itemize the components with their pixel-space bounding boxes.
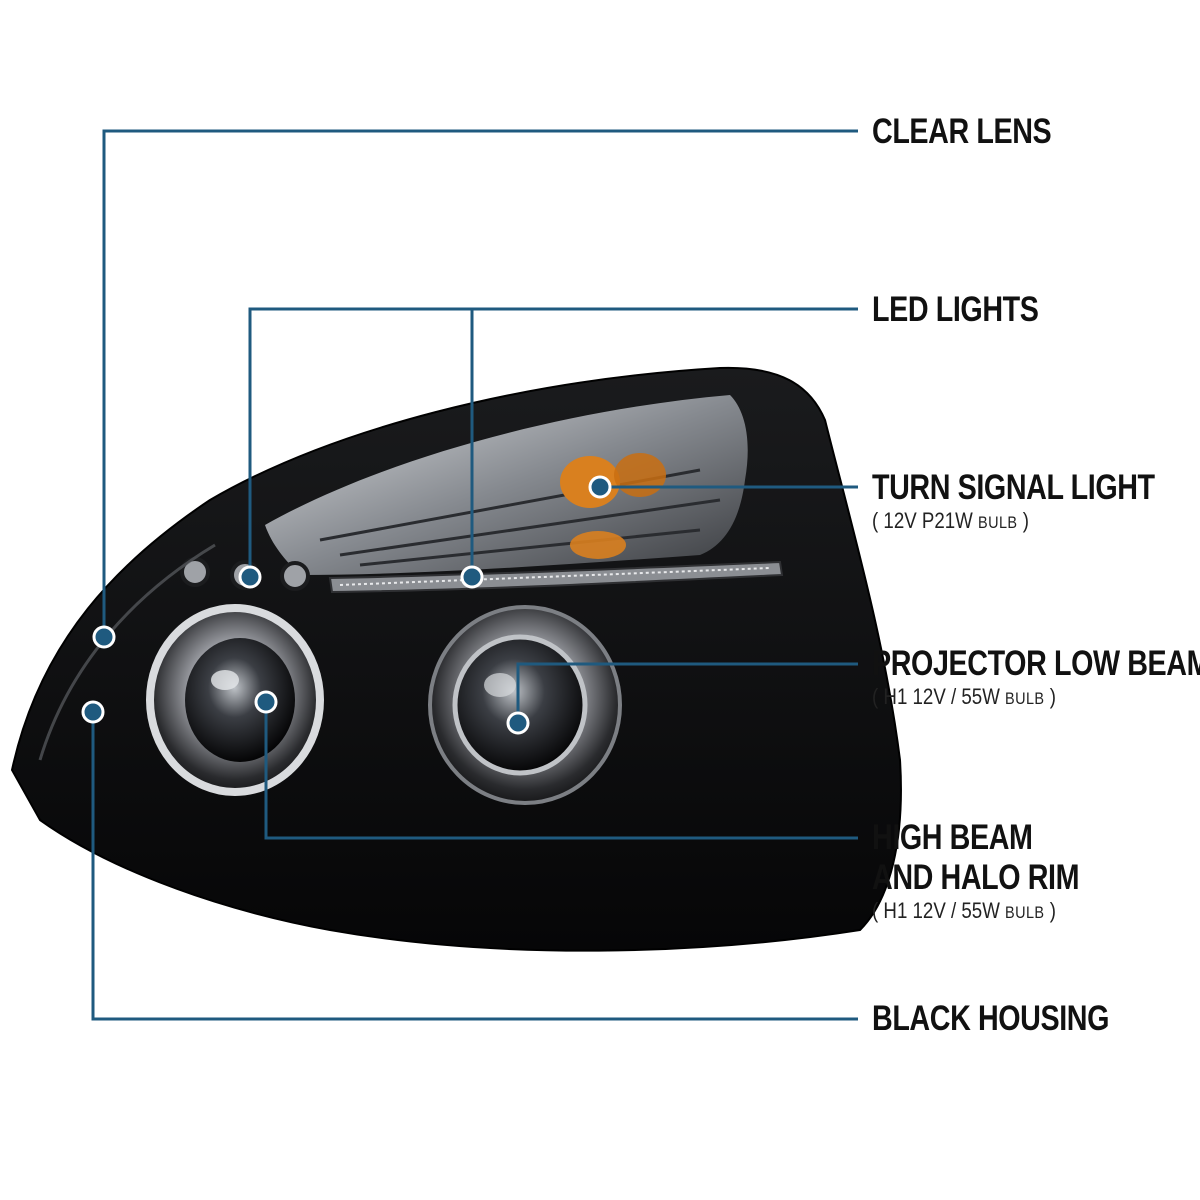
callout-title-line1: HIGH BEAM [872, 818, 1033, 857]
callout-led-lights: LED LIGHTS [872, 290, 1075, 330]
leader-black-housing [91, 712, 858, 1021]
callout-turn-signal: TURN SIGNAL LIGHT ( 12V P21W BULB ) [872, 468, 1200, 536]
leader-led-lights [248, 307, 858, 577]
leader-projector-low [516, 662, 858, 723]
callout-title: LED LIGHTS [872, 290, 1039, 329]
callout-projector-low-beam: PROJECTOR LOW BEAM ( H1 12V / 55W BULB ) [872, 644, 1200, 712]
callout-title: BLACK HOUSING [872, 999, 1110, 1038]
dot-turn-signal [588, 475, 612, 499]
leader-clear-lens [102, 129, 858, 637]
leader-high-beam [264, 702, 858, 840]
callout-dots [81, 475, 612, 735]
callout-spec: ( 12V P21W BULB ) [872, 508, 1029, 533]
turn-signal-chamber [265, 395, 748, 575]
dot-high-beam [254, 690, 278, 714]
callout-spec: ( H1 12V / 55W BULB ) [872, 898, 1056, 923]
dot-black-housing [81, 700, 105, 724]
led-pod [280, 561, 310, 591]
headlight-image [10, 366, 902, 952]
callout-title: TURN SIGNAL LIGHT [872, 468, 1155, 507]
callout-title: CLEAR LENS [872, 112, 1052, 151]
callout-high-beam: HIGH BEAM AND HALO RIM ( H1 12V / 55W BU… [872, 818, 1125, 926]
leader-lines [91, 129, 858, 1021]
callout-title-line2: AND HALO RIM [872, 858, 1080, 897]
callout-title: PROJECTOR LOW BEAM [872, 644, 1200, 683]
dot-clear-lens [92, 625, 116, 649]
callout-spec: ( H1 12V / 55W BULB ) [872, 684, 1056, 709]
dot-projector-low [506, 711, 530, 735]
dot-led-lights-right [460, 565, 484, 589]
callout-clear-lens: CLEAR LENS [872, 112, 1091, 152]
dot-led-lights-left [238, 565, 262, 589]
callout-black-housing: BLACK HOUSING [872, 999, 1161, 1039]
